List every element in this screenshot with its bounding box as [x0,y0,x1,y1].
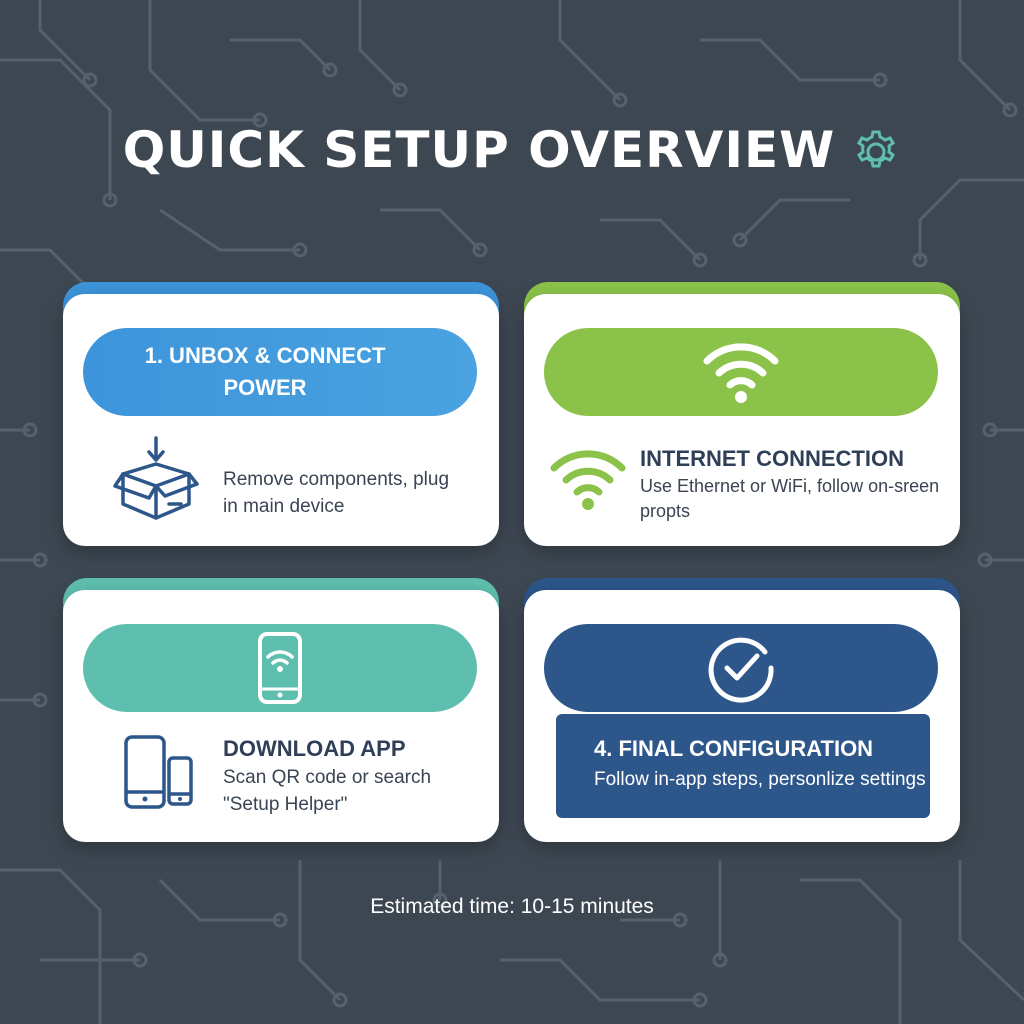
step-pill: 1. UNBOX & CONNECT POWER [83,328,477,416]
gear-icon [857,130,896,168]
step-heading: 4. FINAL CONFIGURATION [594,736,874,761]
step-card-configuration: 4. FINAL CONFIGURATION Follow in-app ste… [524,578,960,842]
step-title: 1. UNBOX & CONNECT POWER [144,343,386,400]
devices-icon [124,735,193,809]
step-card-unbox: 1. UNBOX & CONNECT POWER Remove componen… [63,282,499,546]
wifi-icon [703,343,779,403]
step-pill [544,624,938,712]
estimated-time: Estimated time: 10-15 minutes [370,895,654,918]
step-description: Use Ethernet or WiFi, follow on-sreen pr… [640,476,940,521]
title-row: QUICK SETUP OVERVIEW [0,118,1024,182]
step-pill [83,624,477,712]
open-box-icon [113,436,199,520]
card-body: INTERNET CONNECTION Use Ethernet or WiFi… [524,294,960,546]
checkmark-circle-icon [708,637,774,703]
step-heading: INTERNET CONNECTION [640,446,904,471]
card-body: DOWNLOAD APP Scan QR code or search "Set… [63,590,499,842]
card-body: 1. UNBOX & CONNECT POWER Remove componen… [63,294,499,546]
step-description: Scan QR code or search "Setup Helper" [223,767,432,815]
phone-wifi-icon [258,632,302,704]
final-step-box: 4. FINAL CONFIGURATION Follow in-app ste… [556,714,930,818]
step-pill [544,328,938,416]
step-card-internet: INTERNET CONNECTION Use Ethernet or WiFi… [524,282,960,546]
step-description: Remove components, plug in main device [223,469,450,517]
card-body: 4. FINAL CONFIGURATION Follow in-app ste… [524,590,960,842]
page-title: QUICK SETUP OVERVIEW [122,121,836,179]
step-card-download: DOWNLOAD APP Scan QR code or search "Set… [63,578,499,842]
step-description: Follow in-app steps, personlize settings [594,769,926,790]
step-heading: DOWNLOAD APP [223,736,406,761]
wifi-icon [550,450,626,510]
